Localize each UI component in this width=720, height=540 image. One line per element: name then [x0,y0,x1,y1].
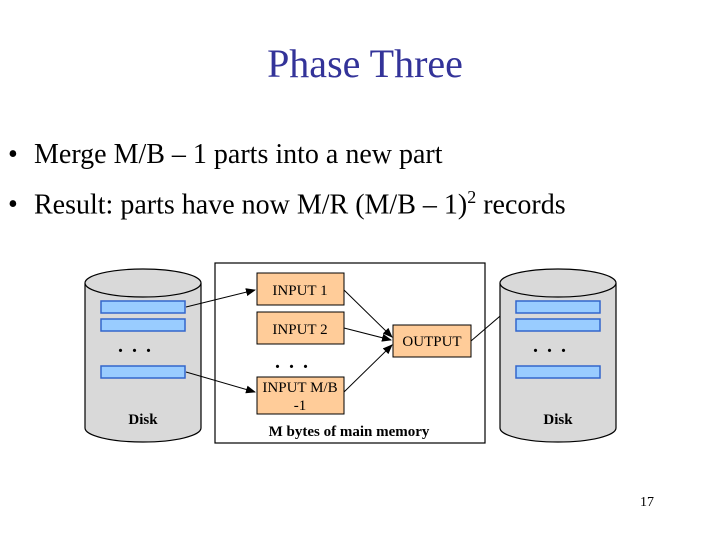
left-disk-label: Disk [128,412,158,428]
bullet-list: • Merge M/B – 1 parts into a new part • … [8,133,566,226]
arrow-input-mb-to-output [343,344,393,393]
left-disk-buffer-bottom [100,365,186,379]
left-disk: . . . Disk [84,268,202,443]
page-number: 17 [640,495,654,510]
input-mb-label-line1: INPUT M/B [262,380,337,396]
input-2-label: INPUT 2 [272,322,327,338]
output-label: OUTPUT [402,334,461,350]
right-disk-buffer-bottom [515,365,601,379]
bullet-item-result: • Result: parts have now M/R (M/B – 1)2 … [8,176,566,226]
right-disk-ellipsis: . . . [533,335,568,357]
arrow-input-2-to-output [343,327,392,342]
input-1-box [256,272,345,306]
input-mb-box [256,376,345,415]
right-disk: . . . Disk [499,268,617,443]
slide-title: Phase Three [267,41,463,86]
bullet-text: Merge M/B – 1 parts into a new part [34,139,443,170]
bullet-dot: • [8,139,18,170]
arrow-disk-to-input-1 [185,288,256,308]
right-disk-buffer-mid [515,318,601,332]
left-disk-buffer-mid [100,318,186,332]
bullet-superscript: 2 [467,187,477,207]
arrow-input-1-to-output [343,289,393,338]
main-memory: INPUT 1 INPUT 2 . . . INPUT M/B -1 OUTPU… [214,262,486,444]
right-disk-label: Disk [543,412,573,428]
input-1-label: INPUT 1 [272,283,327,299]
left-disk-ellipsis: . . . [118,335,153,357]
bullet-dot: • [8,189,18,221]
left-disk-buffer-top [100,300,186,314]
input-2-box [256,311,345,345]
memory-ellipsis: . . . [275,351,310,373]
bullet-text: Result: parts have now M/R (M/B – 1) [34,189,468,221]
output-box [392,324,472,358]
bullet-item-merge: • Merge M/B – 1 parts into a new part [8,133,566,176]
right-disk-buffer-top [515,300,601,314]
arrow-disk-to-input-mb [185,371,256,394]
input-mb-label-line2: -1 [294,398,307,414]
memory-label: M bytes of main memory [269,424,430,440]
bullet-text-tail: records [476,189,566,221]
